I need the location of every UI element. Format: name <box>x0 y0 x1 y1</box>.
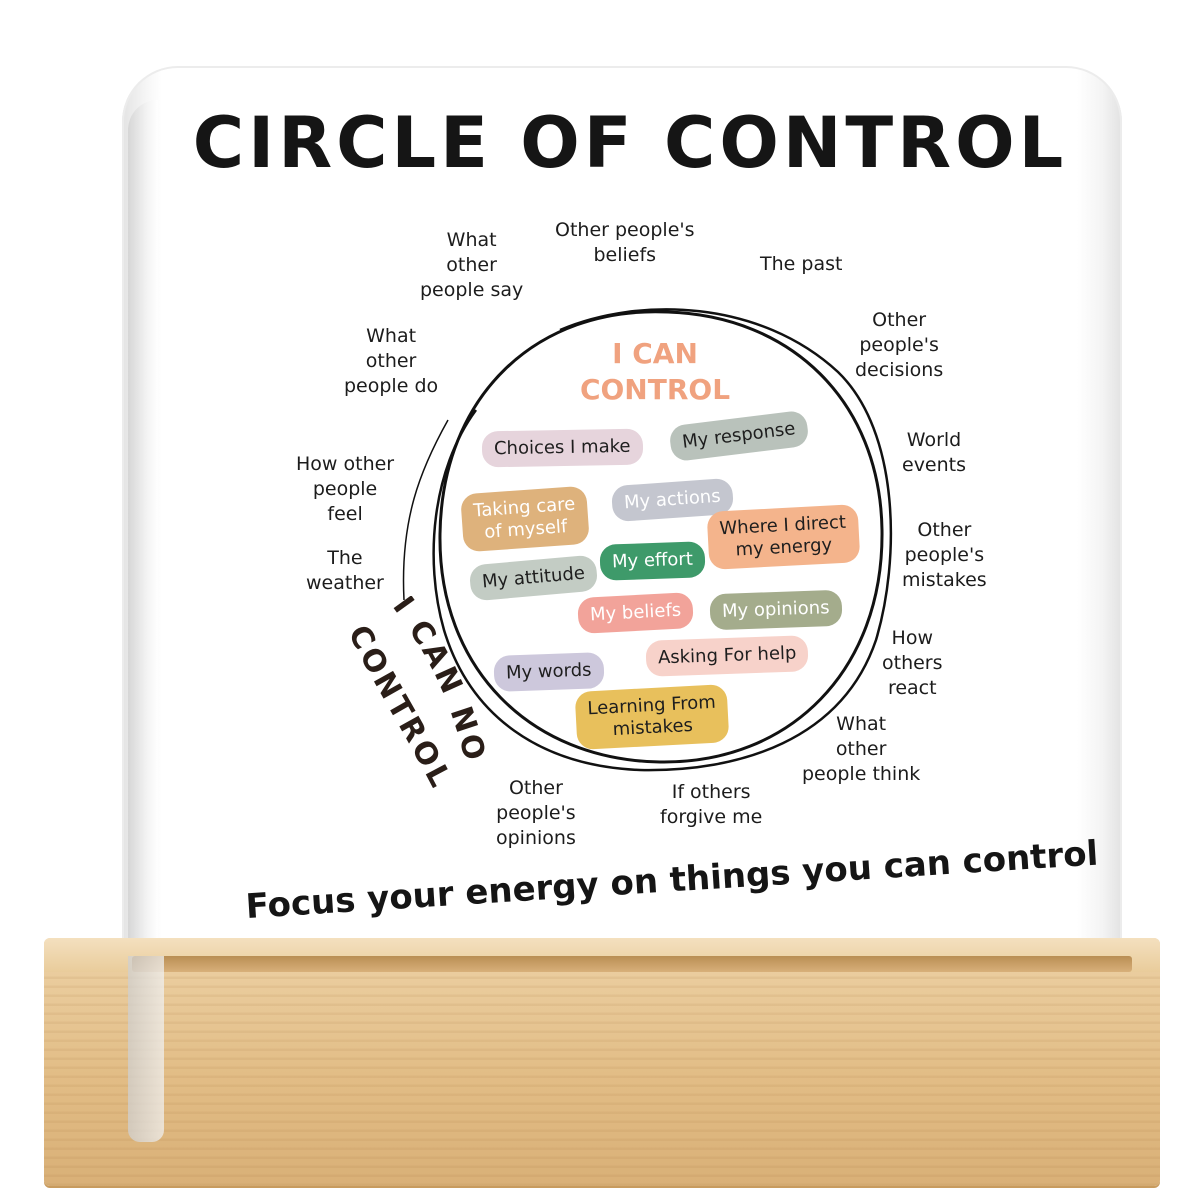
control-item-text: Learning From mistakes <box>586 691 717 741</box>
outside-item: The past <box>760 252 842 277</box>
outside-item: How other people feel <box>296 452 394 527</box>
control-item-text: Taking care of myself <box>472 493 576 543</box>
control-item-text: My actions <box>623 485 722 514</box>
outside-item: How others react <box>882 626 943 701</box>
control-item-text: My response <box>681 418 797 453</box>
outside-item-text: Other people's beliefs <box>555 219 695 266</box>
outside-item-text: What other people say <box>420 229 524 301</box>
control-item: Learning From mistakes <box>574 684 730 750</box>
control-item-text: Asking For help <box>657 642 797 669</box>
outside-item: World events <box>902 428 966 478</box>
outside-item: Other people's mistakes <box>902 518 987 593</box>
outside-item-text: How other people feel <box>296 453 395 525</box>
can-control-label: I CAN CONTROL <box>579 337 731 406</box>
control-item-text: My effort <box>611 548 694 573</box>
outside-item-text: Other people's decisions <box>855 309 944 381</box>
control-item: Taking care of myself <box>460 485 590 553</box>
outside-item-text: The past <box>760 253 843 275</box>
wood-stand <box>44 938 1160 1186</box>
control-item: My beliefs <box>577 592 695 634</box>
outside-item-text: How others react <box>882 627 943 699</box>
control-item: Choices I make <box>481 428 643 468</box>
plaque-title: CIRCLE OF CONTROL <box>192 102 1068 184</box>
control-item-text: My attitude <box>481 562 586 593</box>
control-item: Asking For help <box>645 635 810 677</box>
outside-item: What other people do <box>344 324 438 399</box>
outside-item-text: What other people do <box>344 325 439 397</box>
cannot-control-label: I CAN NOT CONTROL <box>296 569 518 816</box>
outside-item-text: The weather <box>306 547 384 594</box>
control-item-text: Where I direct my energy <box>718 511 847 561</box>
outside-item-text: Other people's mistakes <box>902 519 987 591</box>
outside-item: What other people think <box>802 712 920 787</box>
control-item-text: My beliefs <box>589 599 682 626</box>
control-item: My opinions <box>709 589 843 631</box>
outside-item: Other people's beliefs <box>555 218 695 268</box>
outside-item-text: World events <box>902 429 967 476</box>
acrylic-edge-front <box>128 956 164 1142</box>
wood-stand-slot <box>132 956 1132 972</box>
control-item: Where I direct my energy <box>706 504 860 570</box>
control-item-text: Choices I make <box>493 435 631 460</box>
control-item-text: My opinions <box>721 597 830 622</box>
control-item-text: My words <box>505 659 592 684</box>
outside-item-text: Other people's opinions <box>496 777 576 849</box>
outside-item: Other people's decisions <box>855 308 943 383</box>
outside-item: Other people's opinions <box>496 776 576 851</box>
outside-item-text: If others forgive me <box>660 781 763 828</box>
outside-item-text: What other people think <box>802 713 921 785</box>
control-item: My effort <box>599 541 706 581</box>
outside-item: If others forgive me <box>660 780 762 830</box>
outside-item: What other people say <box>420 228 523 303</box>
outside-item: The weather <box>306 546 384 596</box>
